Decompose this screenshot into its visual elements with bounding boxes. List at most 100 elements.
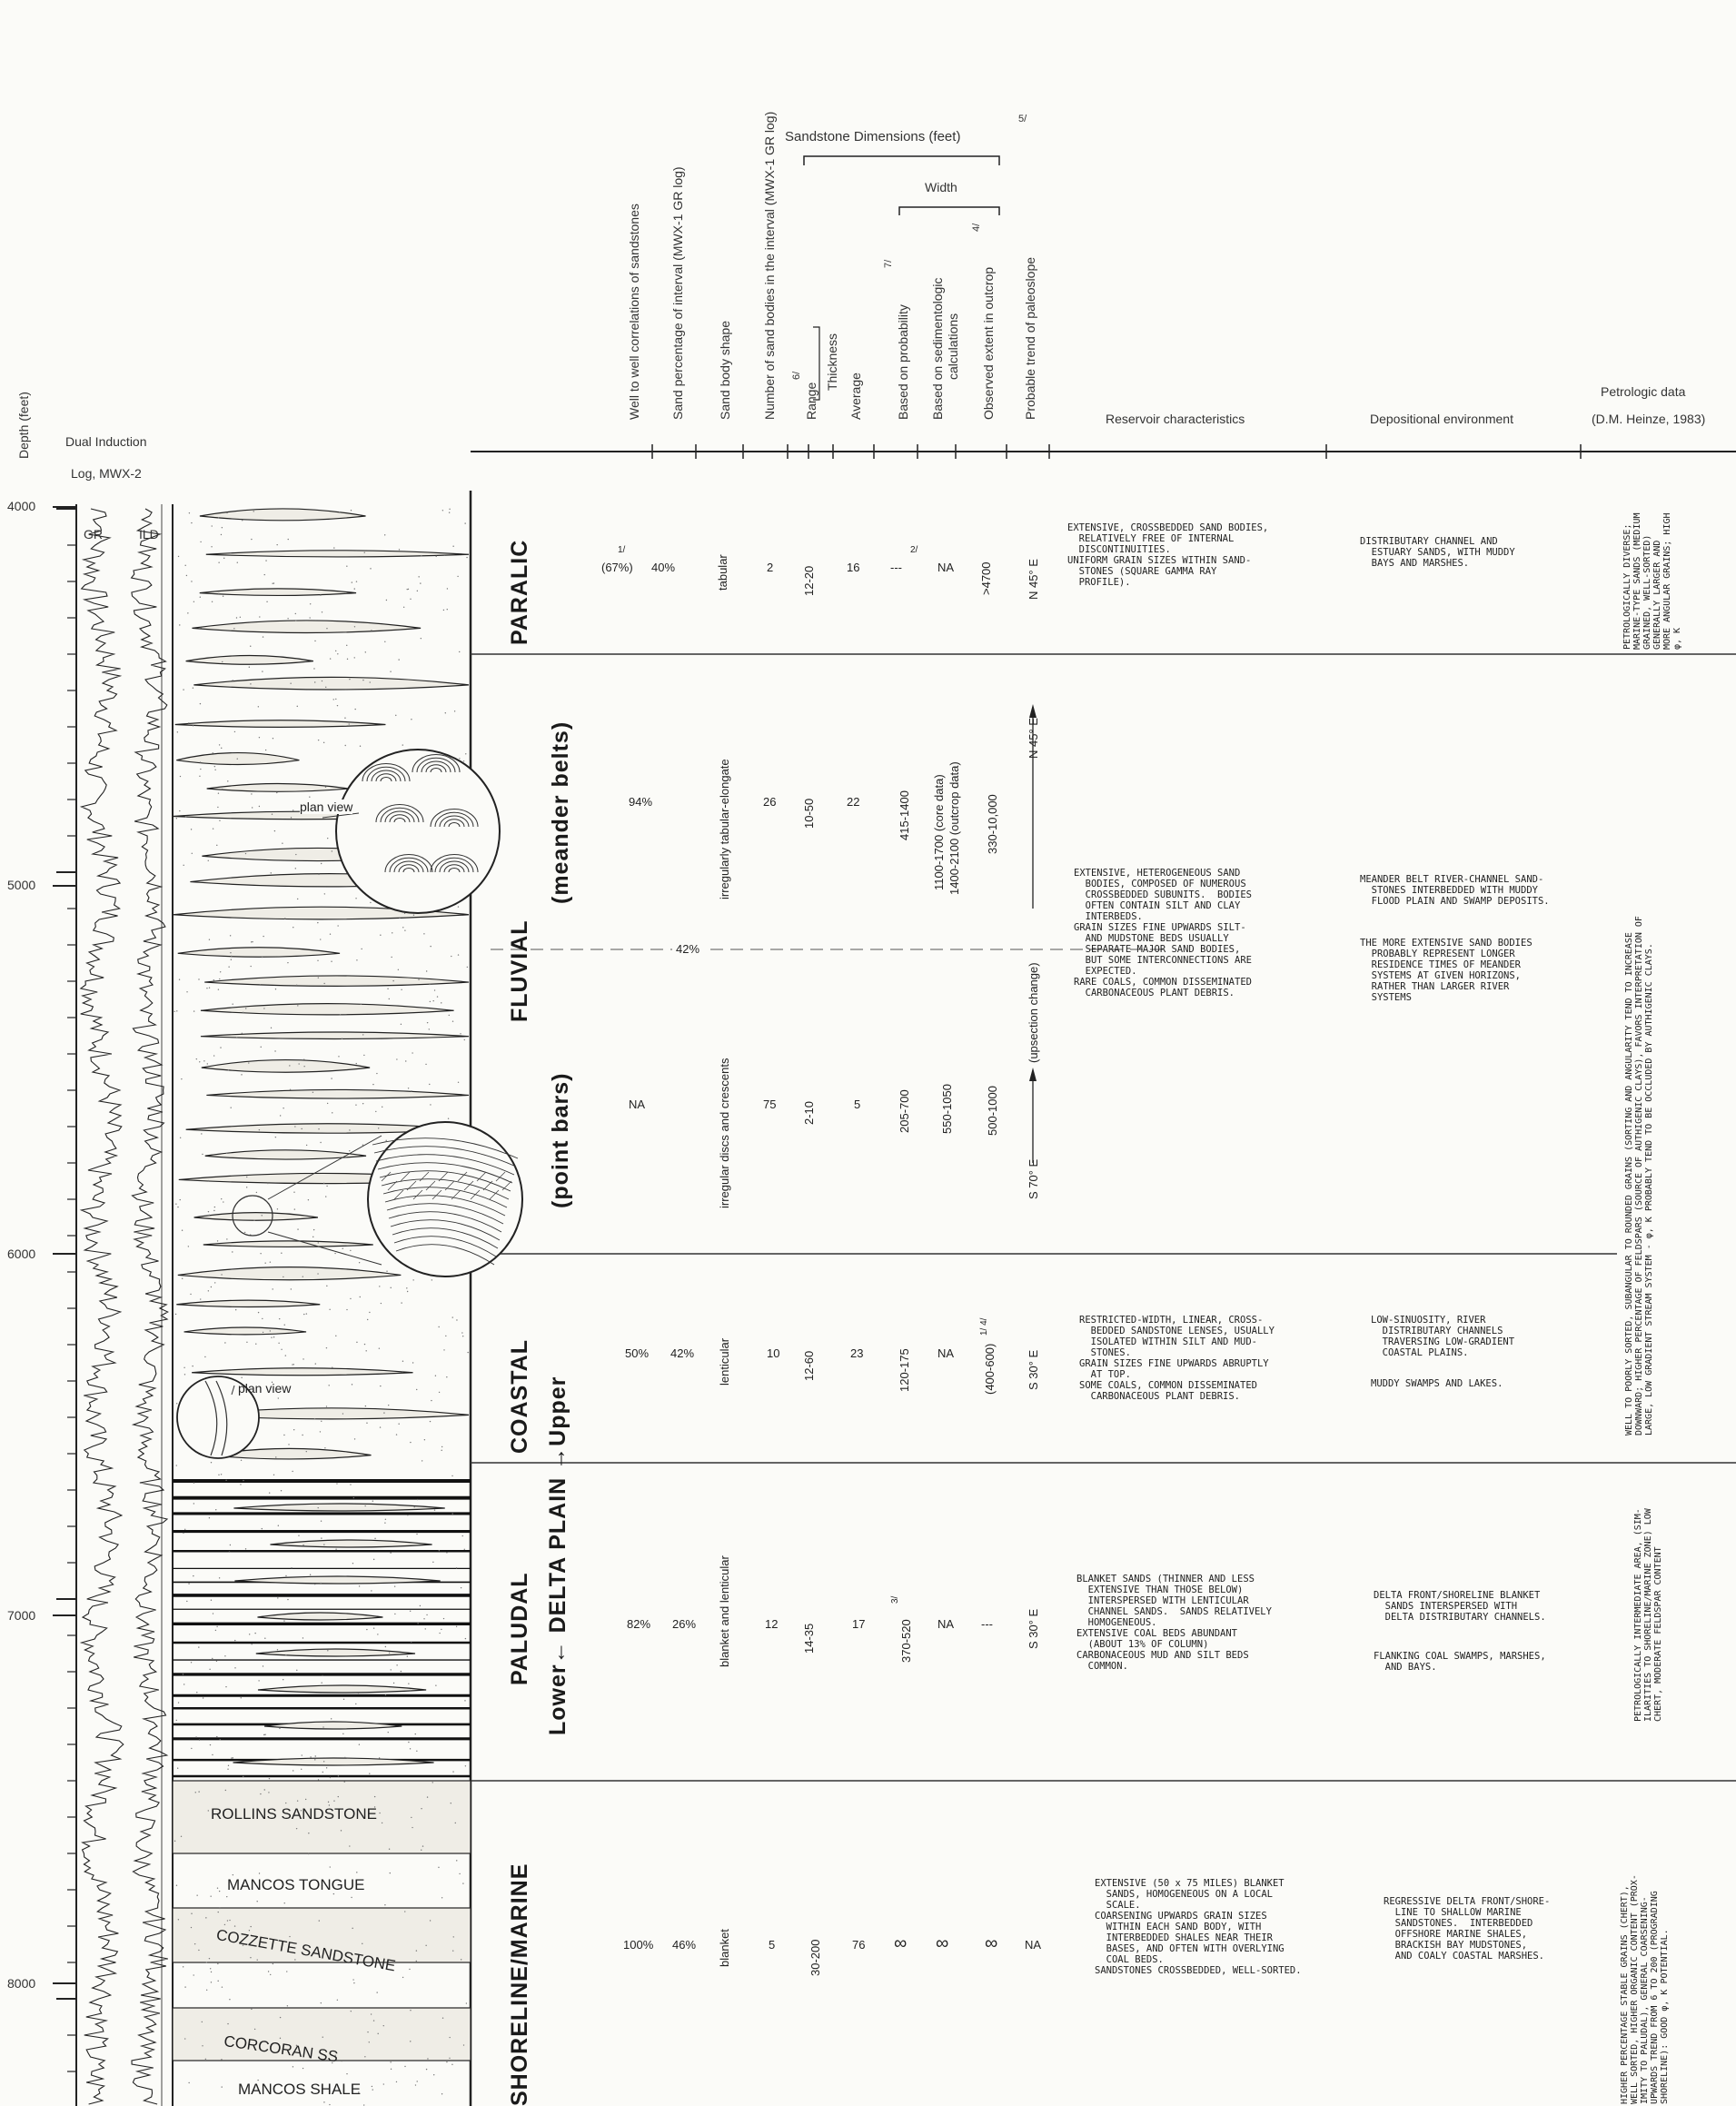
shoreline-petro: HIGHER PERCENTAGE STABLE GRAINS (CHERT),… bbox=[1620, 1874, 1670, 2104]
pointbar-paleoslope: S 70° E bbox=[1027, 1158, 1040, 1199]
coastal-sed: NA bbox=[937, 1346, 955, 1360]
paludal-depositional-2: FLANKING COAL SWAMPS, MARSHES, AND BAYS. bbox=[1374, 1651, 1546, 1673]
hdr-dims-fn: 5/ bbox=[1018, 114, 1027, 124]
pointbar-range: 2-10 bbox=[802, 1100, 816, 1125]
pointbar-outcrop: 500-1000 bbox=[986, 1086, 999, 1136]
paludal-prob-fn: 3/ bbox=[890, 1595, 900, 1604]
shoreline-outcrop: ∞ bbox=[985, 1933, 998, 1953]
dims-bracket bbox=[803, 155, 1000, 165]
hdr-petro-2: (D.M. Heinze, 1983) bbox=[1592, 412, 1706, 426]
shoreline-average: 76 bbox=[852, 1938, 866, 1952]
paralic-average: 16 bbox=[847, 561, 860, 574]
log-title-line2: Log, MWX-2 bbox=[71, 466, 142, 481]
shoreline-well-corr: 100% bbox=[623, 1938, 654, 1952]
plan-view-label-upper: plan view bbox=[300, 800, 353, 814]
hdr-outcrop: Observed extent in outcrop bbox=[981, 266, 996, 420]
paludal-sand-pct: 26% bbox=[672, 1617, 697, 1631]
coastal-outcrop: (400-600) bbox=[983, 1343, 997, 1395]
coastal-average: 23 bbox=[850, 1346, 864, 1360]
shoreline-range: 30-200 bbox=[808, 1939, 822, 1976]
fluvial-depositional-1: MEANDER BELT RIVER-CHANNEL SAND- STONES … bbox=[1360, 874, 1550, 907]
coastal-well-corr: 50% bbox=[625, 1346, 650, 1360]
fluvial-upsection: (upsection change) bbox=[1027, 962, 1040, 1063]
gr-curve-label: GR bbox=[84, 527, 103, 541]
shoreline-sand-pct: 46% bbox=[672, 1938, 697, 1952]
hdr-sed-1: Based on sedimentologic bbox=[930, 277, 945, 420]
pointbar-cross-section bbox=[232, 1121, 523, 1277]
depth-axis-label: Depth (feet) bbox=[16, 392, 31, 459]
width-bracket bbox=[898, 206, 1000, 215]
formation-rollins: ROLLINS SANDSTONE bbox=[211, 1805, 377, 1823]
formation-mancos-shale: MANCOS SHALE bbox=[238, 2081, 362, 2098]
paralic-prob-fn: 2/ bbox=[910, 545, 918, 555]
pointbar-prob: 205-700 bbox=[898, 1089, 911, 1133]
paralic-sand-pct: 40% bbox=[651, 561, 676, 574]
shoreline-number: 5 bbox=[769, 1938, 776, 1952]
interval-shoreline: SHORELINE/MARINE bbox=[507, 1863, 532, 2106]
hdr-sand-pct: Sand percentage of interval (MWX-1 GR lo… bbox=[670, 166, 685, 420]
coastal-range: 12-60 bbox=[802, 1350, 816, 1381]
hdr-reservoir: Reservoir characteristics bbox=[1106, 412, 1245, 426]
pointbar-shape: irregular discs and crescents bbox=[718, 1058, 731, 1208]
hdr-width: Width bbox=[925, 180, 957, 194]
meander-outcrop: 330-10,000 bbox=[986, 794, 999, 854]
depth-4000: 4000 bbox=[7, 499, 36, 513]
paludal-number: 12 bbox=[765, 1617, 779, 1631]
interval-meander: (meander belts) bbox=[548, 720, 573, 904]
depth-8000: 8000 bbox=[7, 1976, 36, 1991]
hdr-range-fn: 6/ bbox=[791, 371, 802, 380]
paralic-outcrop: >4700 bbox=[979, 561, 993, 595]
paralic-paleoslope: N 45° E bbox=[1027, 559, 1040, 600]
interval-fluvial: FLUVIAL bbox=[507, 919, 532, 1022]
paralic-sed: NA bbox=[937, 561, 955, 574]
fluvial-reservoir: EXTENSIVE, HETEROGENEOUS SAND BODIES, CO… bbox=[1074, 868, 1252, 998]
paralic-prob: --- bbox=[890, 561, 902, 574]
meander-well-corr: 94% bbox=[629, 795, 653, 809]
paludal-sed: NA bbox=[937, 1617, 955, 1631]
fluvial-coastal-petro: WELL TO POORLY SORTED, SUBANGULAR TO ROU… bbox=[1624, 916, 1654, 1435]
shoreline-reservoir: EXTENSIVE (50 x 75 MILES) BLANKET SANDS,… bbox=[1095, 1878, 1302, 1976]
plan-view-label-lower: plan view bbox=[238, 1381, 292, 1396]
interval-paludal: PALUDAL bbox=[507, 1572, 532, 1685]
paralic-depositional: DISTRIBUTARY CHANNEL AND ESTUARY SANDS, … bbox=[1360, 536, 1515, 569]
hdr-depositional: Depositional environment bbox=[1370, 412, 1513, 426]
thickness-bracket bbox=[813, 326, 820, 401]
pointbar-number: 75 bbox=[763, 1098, 777, 1111]
pointbar-sed: 550-1050 bbox=[940, 1084, 954, 1134]
meander-shape: irregularly tabular-elongate bbox=[718, 759, 731, 899]
coastal-sand-pct: 42% bbox=[670, 1346, 695, 1360]
hdr-outcrop-fn: 4/ bbox=[971, 223, 982, 232]
paludal-shape: blanket and lenticular bbox=[718, 1555, 731, 1667]
hdr-well-corr: Well to well correlations of sandstones bbox=[627, 204, 641, 420]
hdr-dims: Sandstone Dimensions (feet) bbox=[785, 129, 961, 144]
paludal-outcrop: --- bbox=[981, 1617, 993, 1631]
hdr-thickness: Thickness bbox=[825, 333, 839, 391]
paralic-well-corr-fn: 1/ bbox=[618, 545, 626, 555]
pointbar-average: 5 bbox=[854, 1098, 861, 1111]
coastal-paleoslope: S 30° E bbox=[1027, 1349, 1040, 1390]
paludal-depositional-1: DELTA FRONT/SHORELINE BLANKET SANDS INTE… bbox=[1374, 1590, 1546, 1623]
depth-7000: 7000 bbox=[7, 1608, 36, 1623]
meander-plan-view bbox=[322, 749, 501, 914]
paralic-well-corr: (67%) bbox=[601, 561, 633, 574]
paludal-paleoslope: S 30° E bbox=[1027, 1608, 1040, 1649]
meander-prob: 415-1400 bbox=[898, 790, 911, 840]
formation-mancos-tongue: MANCOS TONGUE bbox=[227, 1876, 365, 1893]
pointbar-well-corr: NA bbox=[629, 1098, 646, 1111]
coastal-reservoir: RESTRICTED-WIDTH, LINEAR, CROSS- BEDDED … bbox=[1079, 1315, 1275, 1402]
coastal-depositional-1: LOW-SINUOSITY, RIVER DISTRIBUTARY CHANNE… bbox=[1371, 1315, 1515, 1358]
paludal-range: 14-35 bbox=[802, 1623, 816, 1654]
interval-coastal: COASTAL bbox=[507, 1339, 532, 1454]
paludal-well-corr: 82% bbox=[627, 1617, 651, 1631]
meander-number: 26 bbox=[763, 795, 777, 809]
interval-point-bars: (point bars) bbox=[548, 1072, 573, 1209]
paludal-average: 17 bbox=[852, 1617, 866, 1631]
paralic-petro: PETROLOGICALLY DIVERSE; MARINE-TYPE SAND… bbox=[1622, 512, 1682, 650]
shoreline-shape: blanket bbox=[718, 1929, 731, 1967]
hdr-average: Average bbox=[848, 373, 863, 420]
meander-range: 10-50 bbox=[802, 798, 816, 829]
paludal-prob: 370-520 bbox=[899, 1619, 913, 1663]
coastal-prob: 120-175 bbox=[898, 1348, 911, 1392]
shoreline-depositional: REGRESSIVE DELTA FRONT/SHORE- LINE TO SH… bbox=[1384, 1896, 1551, 1962]
